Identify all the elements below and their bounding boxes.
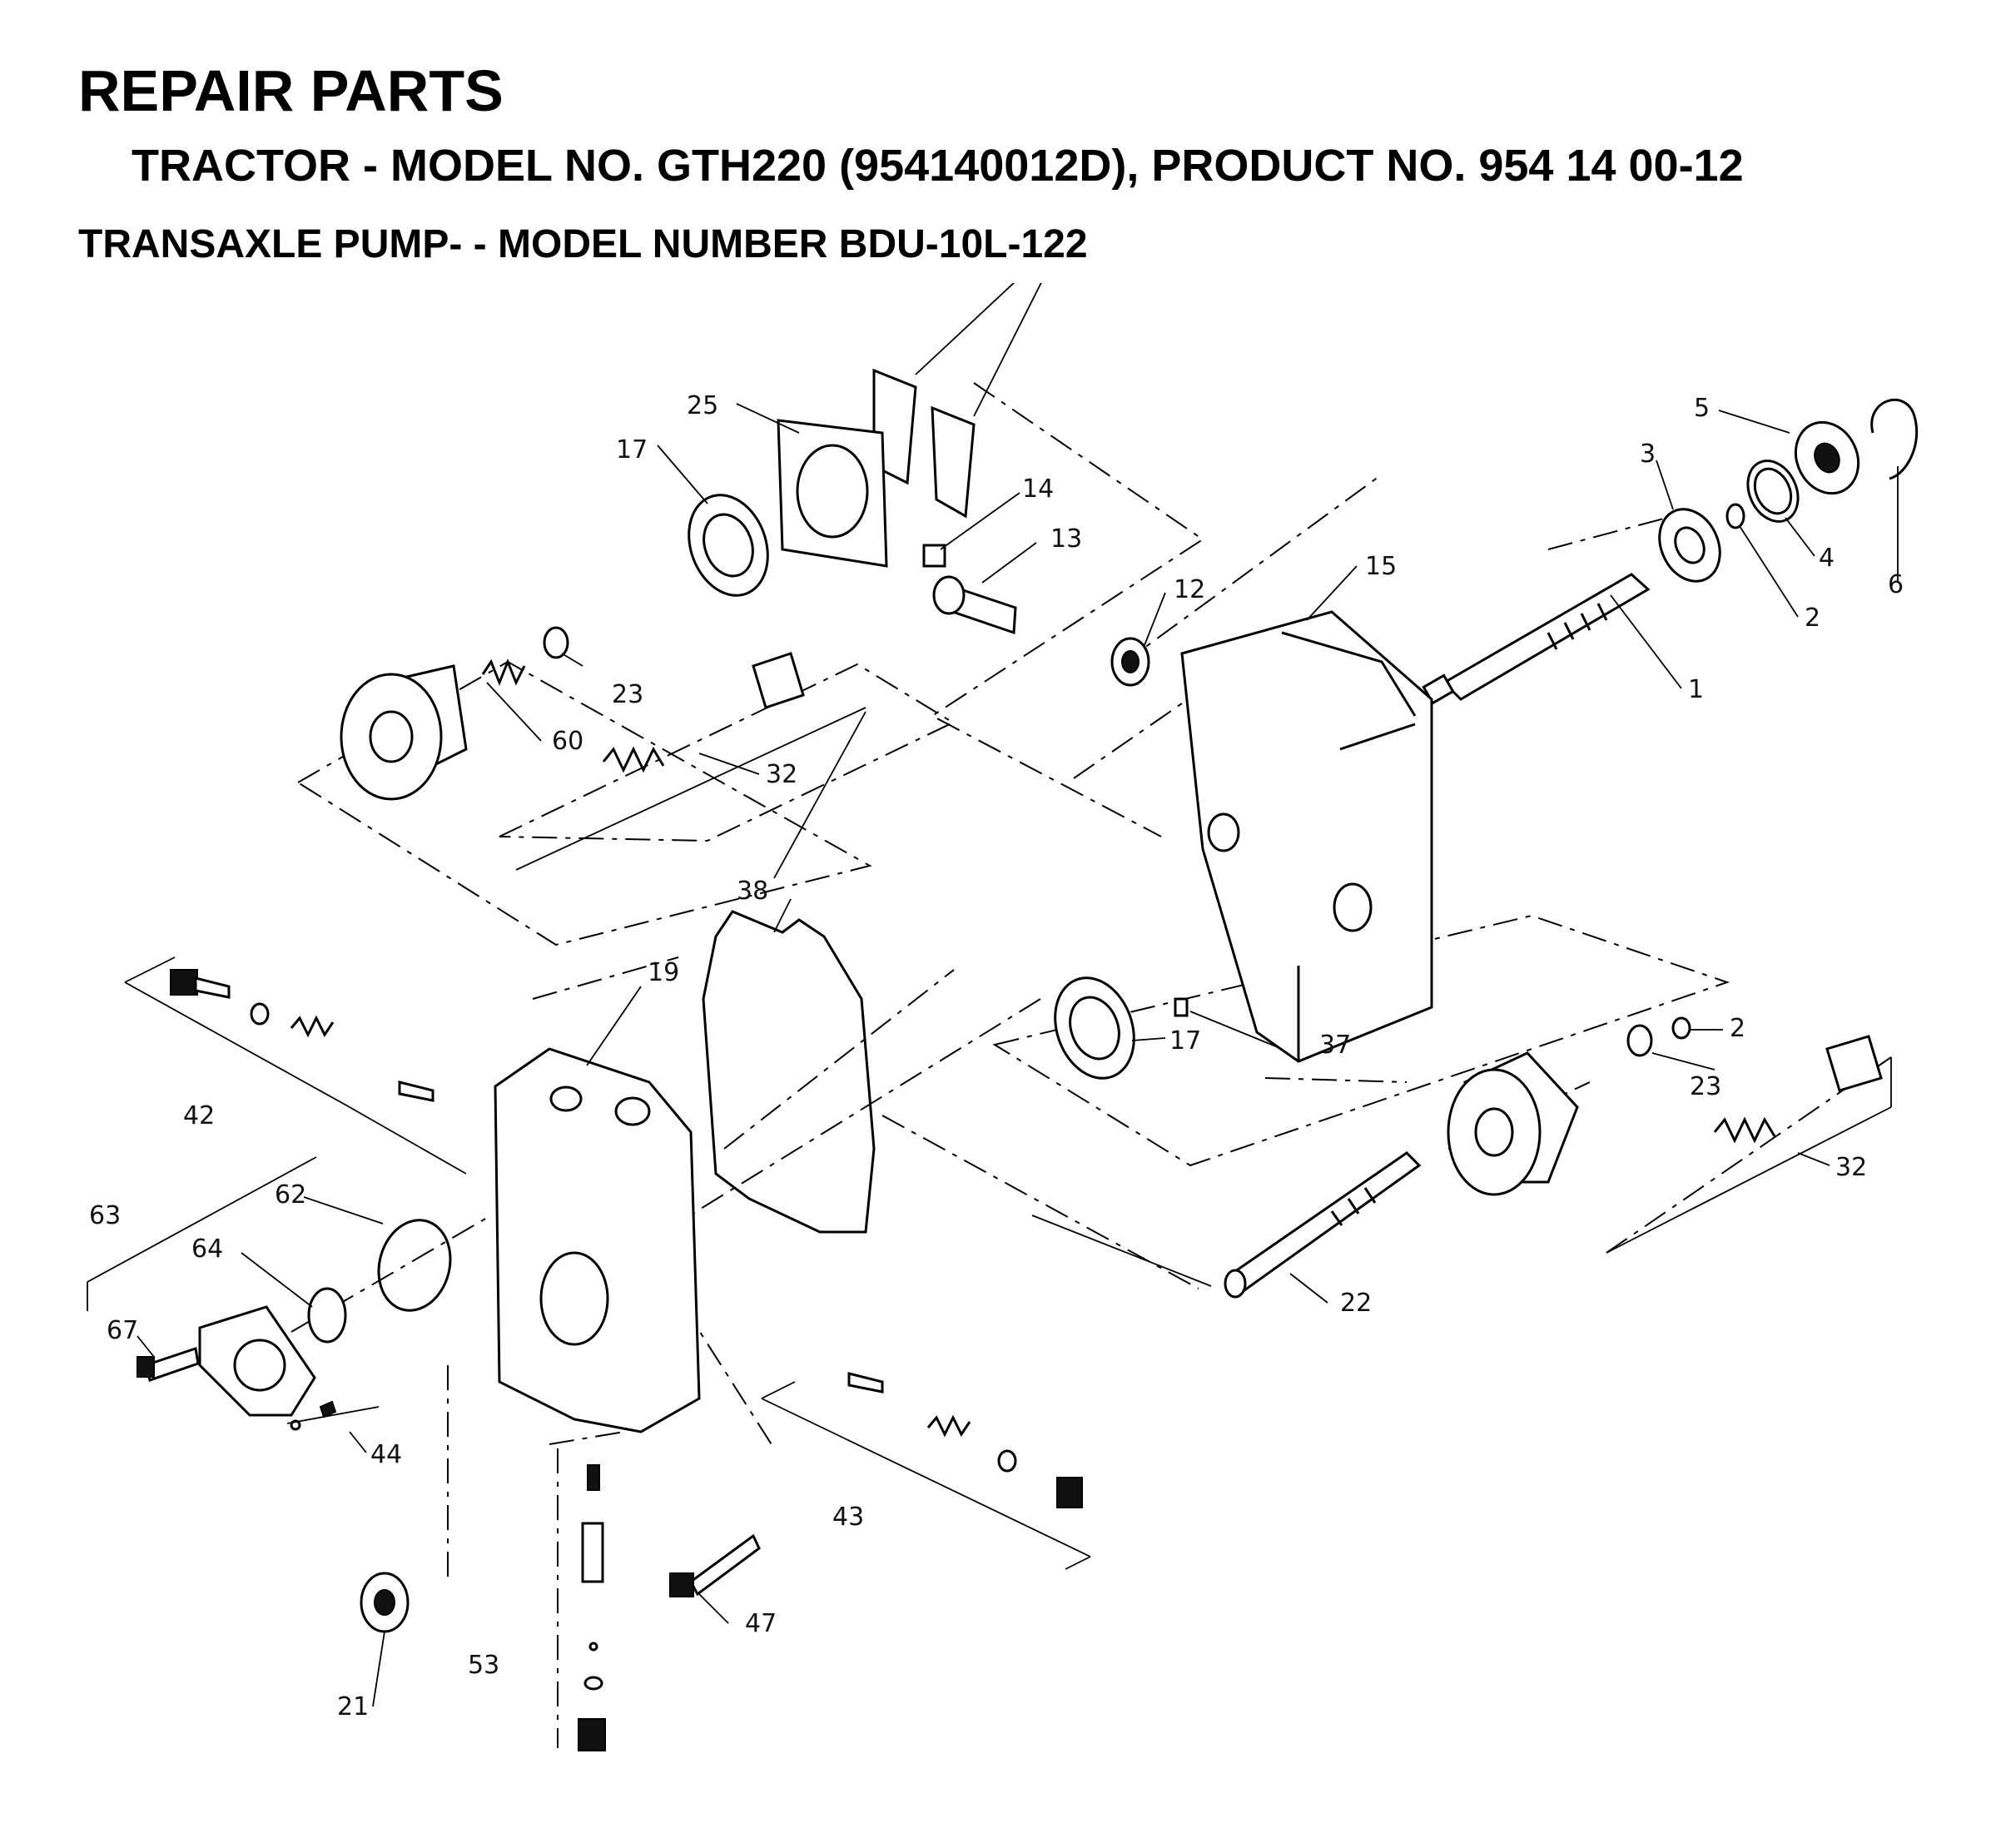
callout-25: 25 [687, 391, 718, 420]
part-seal-12 [1110, 637, 1150, 687]
callout-43: 43 [832, 1503, 864, 1532]
callout-23-bottom: 23 [1690, 1072, 1721, 1101]
part-spring-60 [481, 658, 526, 687]
part-valve-53 [578, 1464, 606, 1751]
part-shaft-output-22 [1224, 1151, 1422, 1299]
callout-3: 3 [1640, 440, 1656, 469]
part-check-valve-43 [847, 1372, 1083, 1508]
callout-53: 53 [468, 1651, 499, 1680]
callout-32-bottom: 32 [1835, 1153, 1867, 1182]
callout-44: 44 [370, 1440, 402, 1469]
callout-14: 14 [1022, 474, 1054, 504]
callout-4: 4 [1819, 544, 1835, 573]
part-housing-15 [1180, 610, 1433, 1063]
callout-38: 38 [737, 877, 768, 906]
callout-23-top: 23 [612, 680, 643, 709]
part-retainer-8 [872, 368, 976, 519]
exploded-parts-diagram: 8 25 17 14 13 12 15 3 5 4 2 6 1 23 60 32… [87, 283, 1919, 1751]
part-pin-37 [1174, 997, 1189, 1017]
part-washer-23-top [543, 626, 569, 659]
callout-17-top: 17 [616, 435, 648, 464]
page-title: REPAIR PARTS [78, 58, 504, 123]
part-seal-21 [360, 1572, 410, 1633]
callout-1: 1 [1688, 675, 1704, 704]
part-gerotor-64 [307, 1287, 347, 1344]
section-title: TRANSAXLE PUMP- - MODEL NUMBER BDU-10L-1… [78, 222, 1088, 266]
part-snap-ring-6 [1870, 398, 1919, 480]
part-spring-32-bottom [1713, 1116, 1776, 1144]
callout-13: 13 [1050, 524, 1082, 554]
part-bearing-5 [1794, 420, 1860, 495]
part-bolt-47 [669, 1533, 761, 1597]
callout-67: 67 [107, 1316, 138, 1345]
part-o-ring-62 [377, 1219, 452, 1312]
part-shaft-input [1422, 573, 1651, 705]
callout-22: 22 [1340, 1289, 1372, 1318]
callout-47: 47 [745, 1609, 777, 1638]
callout-37: 37 [1319, 1031, 1351, 1060]
callout-12: 12 [1174, 575, 1205, 604]
part-spring-32-top [602, 746, 665, 773]
part-motor-cylinder [1447, 1051, 1579, 1196]
part-bolt-67 [137, 1347, 200, 1382]
part-bearing-17-bottom [1054, 976, 1135, 1080]
part-spring-44 [290, 1400, 337, 1431]
part-sleeve-32-top [752, 652, 805, 709]
part-trunnion-13 [932, 575, 1017, 635]
callout-6: 6 [1888, 570, 1904, 599]
callout-15: 15 [1365, 552, 1397, 581]
callout-2-bottom: 2 [1730, 1014, 1745, 1043]
callout-5: 5 [1694, 394, 1710, 423]
callout-62: 62 [275, 1180, 306, 1210]
model-subtitle: TRACTOR - MODEL NO. GTH220 (954140012D),… [132, 141, 1744, 191]
bracket-lines [87, 707, 1892, 1570]
callout-labels: 8 25 17 14 13 12 15 3 5 4 2 6 1 23 60 32… [89, 391, 1904, 1721]
callout-60: 60 [552, 727, 583, 756]
callout-17-bottom: 17 [1169, 1026, 1201, 1056]
callout-32-top: 32 [766, 760, 797, 789]
callout-2-top: 2 [1805, 604, 1820, 633]
part-o-ring-2-bottom [1671, 1016, 1691, 1040]
part-washer-23-bottom [1626, 1024, 1653, 1057]
page-header: REPAIR PARTS TRACTOR - MODEL NO. GTH220 … [0, 0, 1991, 283]
callout-63: 63 [89, 1201, 121, 1230]
part-center-section-19 [494, 1047, 701, 1433]
callout-19: 19 [648, 958, 679, 987]
part-charge-cover-63 [198, 1305, 316, 1417]
part-check-valve-42 [170, 969, 434, 1102]
part-bearing-17-top [688, 494, 769, 597]
part-gasket-38 [702, 910, 876, 1234]
part-swashplate-25 [777, 419, 888, 568]
callout-leaders [137, 283, 1899, 1707]
part-pump-cylinder-60 [340, 664, 468, 801]
callout-21: 21 [337, 1692, 369, 1721]
part-bearing-3 [1658, 508, 1721, 583]
callout-64: 64 [191, 1234, 223, 1264]
callout-42: 42 [183, 1101, 215, 1130]
part-sleeve-32-bottom [1825, 1035, 1883, 1092]
part-o-ring-2 [1725, 503, 1745, 529]
